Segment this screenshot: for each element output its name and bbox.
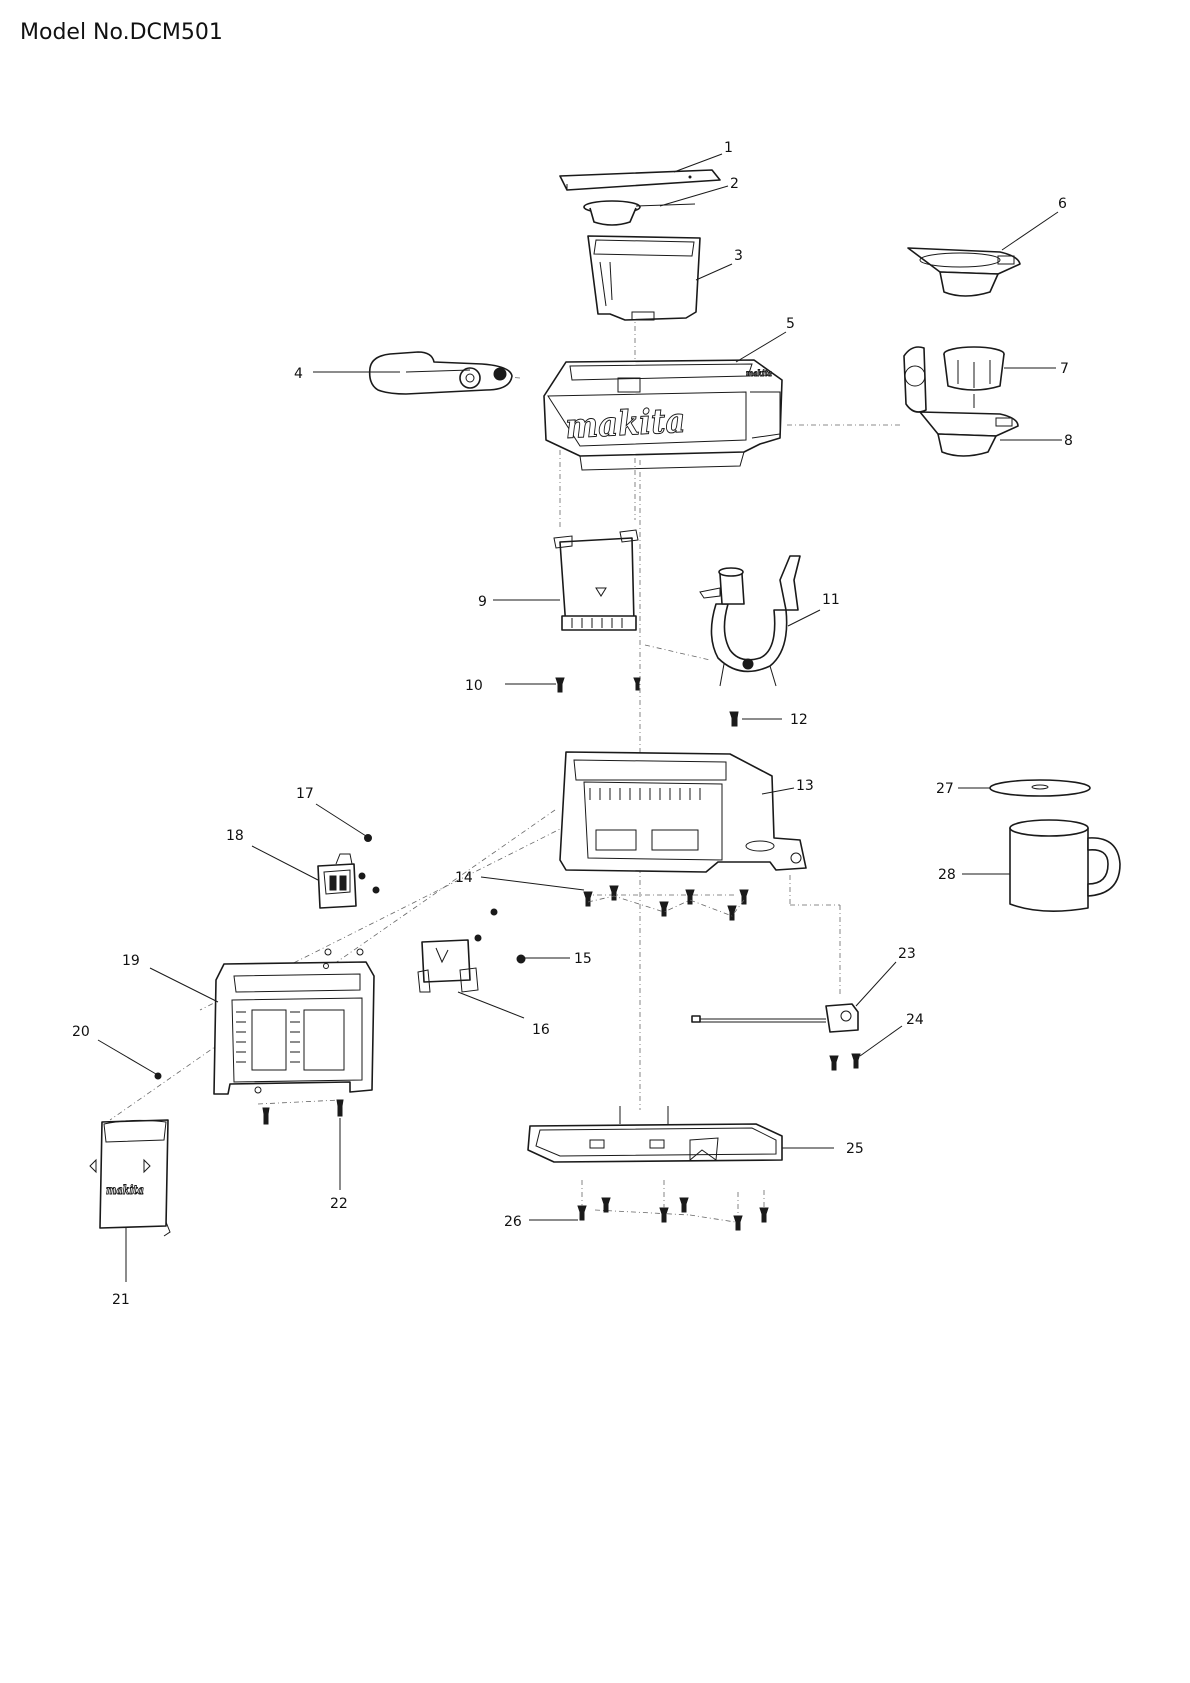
- callout-18: 18: [226, 828, 244, 844]
- leader-lines: [97, 153, 1062, 1282]
- part-6-funnel: [907, 247, 1021, 297]
- part-19-battery-housing: [213, 948, 375, 1095]
- callout-5: 5: [786, 316, 795, 332]
- callout-11: 11: [822, 592, 840, 608]
- callout-28: 28: [938, 867, 956, 883]
- part-7-filter-basket: [943, 346, 1005, 408]
- callout-16: 16: [532, 1022, 550, 1038]
- callout-23: 23: [898, 946, 916, 962]
- part-28-mug: [1009, 819, 1121, 912]
- callout-7: 7: [1060, 361, 1069, 377]
- part-24-screws: [829, 1053, 861, 1071]
- brand-logo-battery-cover: makita: [106, 1183, 144, 1197]
- callout-25: 25: [846, 1141, 864, 1157]
- callout-19: 19: [122, 953, 140, 969]
- callout-21: 21: [112, 1292, 130, 1308]
- callout-2: 2: [730, 176, 739, 192]
- part-1-lid: [559, 169, 721, 191]
- callout-27: 27: [936, 781, 954, 797]
- callout-13: 13: [796, 778, 814, 794]
- part-5-main-body: makita: [543, 359, 783, 471]
- part-21-battery-cover: makita: [89, 1119, 171, 1237]
- callout-4: 4: [294, 366, 303, 382]
- callout-20: 20: [72, 1024, 90, 1040]
- part-13-base-housing: [559, 751, 807, 873]
- callout-15: 15: [574, 951, 592, 967]
- part-27-mug-lid: [989, 779, 1091, 797]
- part-25-bottom-plate: [527, 1106, 783, 1163]
- part-20-screw: [154, 1072, 162, 1080]
- callout-1: 1: [724, 140, 733, 156]
- part-26-screws: [577, 1180, 769, 1231]
- part-12-screw: [729, 711, 739, 727]
- page-title: Model No.DCM501: [20, 20, 223, 45]
- callout-14: 14: [455, 870, 473, 886]
- part-2-seal: [583, 200, 696, 226]
- callout-labels: 1 2 3 4 5 6 7 8 9 10 11 12 13 14 15 16 1…: [72, 140, 1073, 1308]
- part-9-inner-frame: [553, 529, 639, 631]
- callout-3: 3: [734, 248, 743, 264]
- callout-17: 17: [296, 786, 314, 802]
- part-10-screws: [555, 677, 641, 693]
- brand-logo-main-body: makita: [564, 401, 686, 447]
- part-22-screws: [262, 1099, 344, 1125]
- callout-12: 12: [790, 712, 808, 728]
- callout-10: 10: [465, 678, 483, 694]
- callout-8: 8: [1064, 433, 1073, 449]
- part-3-water-tank: [587, 235, 701, 321]
- part-14-screws: [583, 885, 749, 921]
- callout-9: 9: [478, 594, 487, 610]
- part-4-handle: [368, 351, 513, 395]
- part-15-16-terminal: [417, 908, 526, 993]
- part-23-sensor-wire: [691, 1003, 859, 1033]
- part-11-heater-tube: [699, 555, 801, 687]
- callout-24: 24: [906, 1012, 924, 1028]
- callout-26: 26: [504, 1214, 522, 1230]
- brand-logo-side: makita: [746, 368, 772, 378]
- part-8-filter-holder: [903, 346, 1019, 457]
- callout-6: 6: [1058, 196, 1067, 212]
- part-17-18-switch: [317, 834, 380, 909]
- callout-22: 22: [330, 1196, 348, 1212]
